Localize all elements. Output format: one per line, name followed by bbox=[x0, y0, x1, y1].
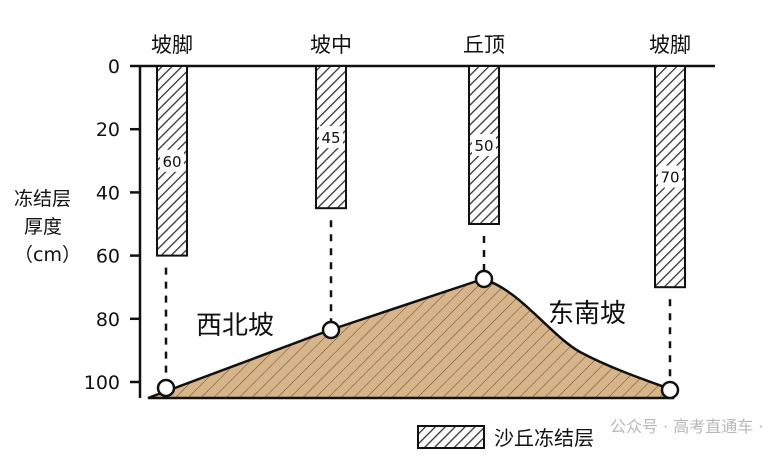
legend-label: 沙丘冻结层 bbox=[494, 426, 594, 450]
bar-value-label-2: 45 bbox=[321, 129, 340, 147]
slope-label-southeast: 东南坡 bbox=[548, 299, 626, 329]
y-tick-label-60: 60 bbox=[96, 246, 120, 268]
legend-swatch bbox=[417, 425, 485, 449]
slope-label-northwest: 西北坡 bbox=[196, 311, 274, 341]
ylabel-line-1: 冻结层 bbox=[14, 188, 71, 210]
y-axis-ticks: 0 20 40 60 80 100 bbox=[84, 56, 140, 394]
category-label-1: 坡脚 bbox=[151, 33, 193, 57]
dune-profile bbox=[147, 277, 675, 400]
bar-value-box-4 bbox=[658, 165, 682, 188]
y-tick-label-0: 0 bbox=[108, 56, 120, 78]
bar-value-box-3 bbox=[472, 134, 496, 156]
y-tick-label-20: 20 bbox=[96, 119, 120, 141]
position-marker-4 bbox=[660, 380, 680, 400]
position-marker-2 bbox=[321, 320, 341, 340]
bar-value-box-1 bbox=[160, 149, 184, 172]
ylabel-line-3: （cm） bbox=[14, 244, 81, 266]
category-label-4: 坡脚 bbox=[649, 33, 691, 57]
bar-value-box-2 bbox=[319, 126, 343, 149]
watermark: 公众号 · 高考直通车 · 地理兴说 bbox=[610, 417, 769, 436]
bar-value-label-3: 50 bbox=[474, 137, 493, 155]
bar-value-label-4: 70 bbox=[660, 169, 679, 187]
ylabel-line-2: 厚度 bbox=[24, 216, 62, 238]
y-tick-label-100: 100 bbox=[84, 372, 120, 394]
category-label-3: 丘顶 bbox=[463, 33, 505, 57]
y-tick-label-80: 80 bbox=[96, 309, 120, 331]
category-label-2: 坡中 bbox=[310, 33, 352, 57]
position-marker-3 bbox=[474, 269, 494, 289]
y-tick-label-40: 40 bbox=[96, 182, 120, 204]
bar-value-label-1: 60 bbox=[162, 153, 181, 171]
bar-group: 60 坡脚 45 坡中 50 丘顶 70 坡脚 bbox=[151, 33, 691, 400]
position-marker-1 bbox=[156, 378, 176, 398]
